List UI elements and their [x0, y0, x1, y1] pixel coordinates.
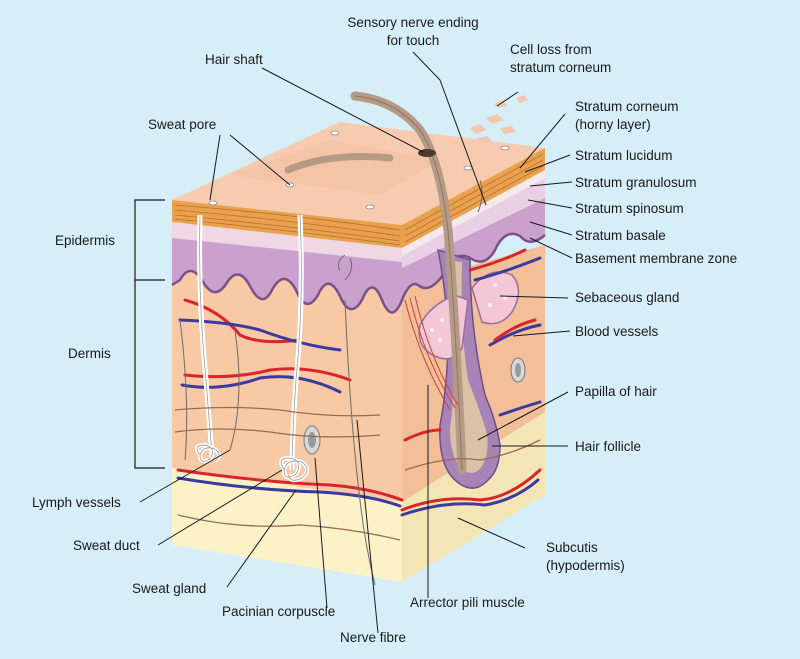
- basement-membrane-side: [400, 232, 546, 301]
- label-papilla-of-hair: Papilla of hair: [575, 384, 657, 399]
- label-lymph-vessels: Lymph vessels: [32, 495, 121, 510]
- labels: Sensory nerve ending for touch Cell loss…: [32, 15, 737, 645]
- stratum-granulosum-side: [402, 178, 545, 268]
- label-sebaceous-gland: Sebaceous gland: [575, 290, 679, 305]
- hair-shaft-outline: [354, 95, 463, 471]
- sebaceous-cells: [430, 283, 507, 342]
- label-stratum-spinosum: Stratum spinosum: [575, 201, 684, 216]
- label-subcutis-1: Subcutis: [546, 540, 598, 555]
- label-dermis: Dermis: [68, 346, 111, 361]
- label-blood-vessels: Blood vessels: [575, 324, 659, 339]
- label-sensory-nerve-2: for touch: [387, 33, 440, 48]
- label-sweat-gland: Sweat gland: [132, 581, 206, 596]
- stratum-spinosum-side: [402, 198, 545, 300]
- label-hair-shaft: Hair shaft: [205, 52, 263, 67]
- nerve-fibres: [179, 179, 483, 586]
- sweat-ducts: [197, 214, 304, 471]
- layer-brackets: [134, 199, 165, 469]
- label-stratum-corneum-1: Stratum corneum: [575, 99, 679, 114]
- pacinian-corpuscles: [303, 357, 526, 455]
- label-stratum-corneum-2: (horny layer): [575, 117, 651, 132]
- label-epidermis: Epidermis: [55, 233, 115, 248]
- hair-opening: [418, 149, 436, 157]
- label-stratum-basale: Stratum basale: [575, 228, 666, 243]
- label-cell-loss-2: stratum corneum: [510, 60, 611, 75]
- stratum-corneum-front: [172, 200, 402, 248]
- label-basement-membrane: Basement membrane zone: [575, 251, 737, 266]
- label-arrector-pili: Arrector pili muscle: [410, 595, 525, 610]
- label-cell-loss-1: Cell loss from: [510, 42, 592, 57]
- stratum-basale-line: [171, 269, 404, 314]
- arrector-pili-muscle: [404, 295, 459, 411]
- stratum-granulosum-front: [172, 222, 402, 262]
- label-stratum-granulosum: Stratum granulosum: [575, 175, 697, 190]
- surface-ridge: [230, 140, 440, 195]
- sweat-gland-coil-outline: [196, 444, 308, 481]
- corneum-side-lines: [404, 153, 544, 243]
- label-nerve-fibre: Nerve fibre: [340, 630, 406, 645]
- label-stratum-lucidum: Stratum lucidum: [575, 148, 673, 163]
- blood-vessels: [176, 248, 542, 517]
- label-hair-follicle: Hair follicle: [575, 439, 641, 454]
- label-subcutis-2: (hypodermis): [546, 558, 625, 573]
- subcutis-side: [402, 412, 545, 582]
- stratum-spinosum-front: [172, 238, 402, 313]
- surface-hair: [284, 153, 394, 174]
- dermis-front: [172, 255, 402, 502]
- label-sweat-pore: Sweat pore: [148, 117, 216, 132]
- subcutis-front: [172, 468, 402, 582]
- label-pacinian-corpuscle: Pacinian corpuscle: [222, 604, 335, 619]
- label-sweat-duct: Sweat duct: [73, 538, 140, 553]
- leader-lines: [139, 51, 573, 634]
- label-sensory-nerve-1: Sensory nerve ending: [347, 15, 478, 30]
- flaking-cells: [470, 95, 528, 144]
- stratum-lucidum-side: [402, 170, 545, 256]
- sweat-pores: [208, 130, 510, 210]
- corneum-lines: [174, 204, 401, 246]
